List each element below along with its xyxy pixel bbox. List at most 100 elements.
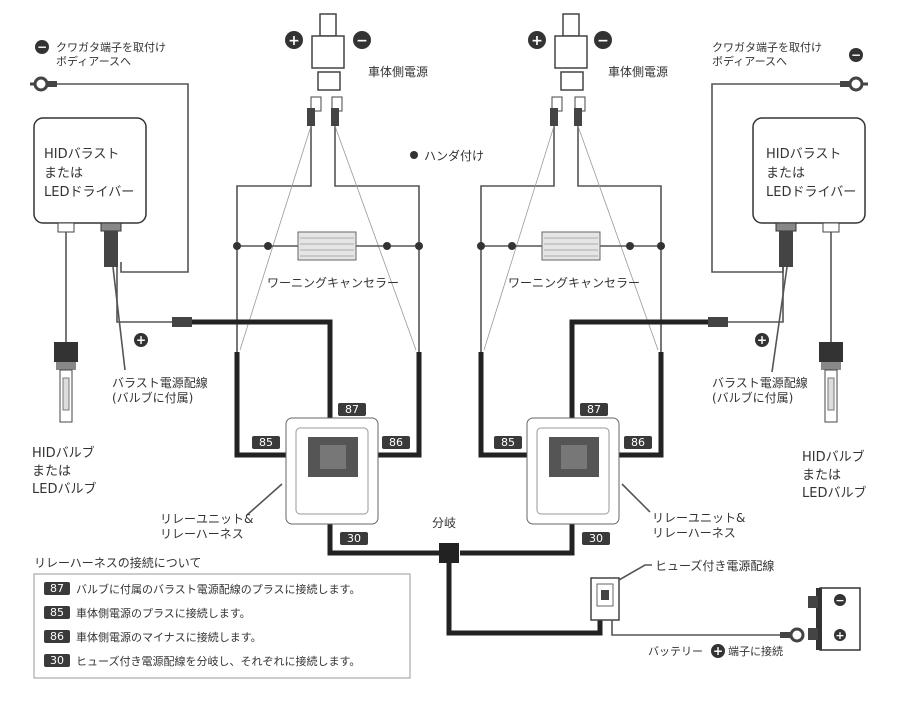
inline-connector <box>172 317 192 327</box>
relay-87-wire <box>569 319 708 430</box>
pin-badge-85 <box>494 436 522 449</box>
pin-badge-87 <box>580 403 608 416</box>
ballast-label-left-3: LEDドライバー <box>44 185 134 200</box>
legend-text-87: バルブに付属のバラスト電源配線のプラスに接続します。 <box>76 582 360 596</box>
ballast-box-right <box>752 117 866 224</box>
canceller-label-right: ワーニングキャンセラー <box>508 276 640 290</box>
plus-sign: + <box>288 33 300 49</box>
ballast-power-lead <box>104 231 118 267</box>
solder-point <box>233 242 241 250</box>
legend-pin-86: 86 <box>50 630 64 643</box>
hid-bulb-icon <box>54 342 78 423</box>
right-ground-label: クワガタ端子を取付け <box>712 41 822 54</box>
ballast-label-right-1: HIDバラスト <box>766 147 841 162</box>
pin-badge-30 <box>340 532 368 545</box>
ground-wire <box>57 83 189 273</box>
battery-label-1: バッテリー <box>648 645 703 658</box>
plus-sign: + <box>136 333 146 347</box>
legend-badge-86 <box>44 630 70 643</box>
pin-86-label: 86 <box>389 436 403 449</box>
vehicle-power-label-left: 車体側電源 <box>368 65 428 79</box>
legend-pin-85: 85 <box>50 606 64 619</box>
plus-icon <box>755 333 769 347</box>
relay-pointer <box>621 483 651 513</box>
ring-terminal-icon <box>780 627 805 643</box>
pin-badge-30 <box>582 532 610 545</box>
relay-86-wire <box>602 352 664 458</box>
left-ground-label: クワガタ端子を取付け <box>56 41 166 54</box>
right-ground-label-2: ボディアースへ <box>712 54 787 68</box>
vehicle-power-connector-right <box>550 13 588 126</box>
pin-badge-86 <box>382 436 410 449</box>
minus-sign: − <box>37 40 47 54</box>
pin-badge-85 <box>252 436 280 449</box>
fuse-holder-icon <box>590 577 620 621</box>
bulb-label-left-2: または <box>32 464 71 479</box>
vehicle-power-connector-left <box>307 13 345 126</box>
relay-label-right-2: リレーハーネス <box>652 526 736 540</box>
hid-bulb-icon <box>819 342 843 423</box>
ring-terminal-icon <box>840 76 868 92</box>
legend-badge-87 <box>44 582 70 595</box>
pin-87-label: 87 <box>345 403 359 416</box>
bulb-label-left-1: HIDバルブ <box>32 445 95 461</box>
legend-pin-30: 30 <box>50 654 64 667</box>
legend-pin-87: 87 <box>50 582 64 595</box>
solder-point <box>477 242 485 250</box>
solder-point <box>383 242 391 250</box>
minus-icon <box>849 48 863 62</box>
bulb-label-right-3: LEDバルブ <box>802 485 866 501</box>
ballast-label-left-2: または <box>44 166 83 181</box>
ballast-connector-power <box>100 222 122 232</box>
solder-point <box>508 242 516 250</box>
solder-point <box>626 242 634 250</box>
pin-85-label: 85 <box>501 436 515 449</box>
ballast-connector-output <box>822 222 840 233</box>
ballast-connector-output <box>57 222 75 233</box>
plus-icon <box>528 31 546 49</box>
vehicle-power-label-right: 車体側電源 <box>608 65 668 79</box>
relay-86-wire <box>360 352 422 458</box>
plus-icon <box>285 31 303 49</box>
minus-icon <box>35 40 49 54</box>
relay-label-left-1: リレーユニット& <box>160 512 253 526</box>
branch-junction <box>439 543 459 563</box>
relay-pointer <box>246 483 283 516</box>
legend-text-85: 車体側電源のプラスに接続します。 <box>76 606 251 620</box>
pin-86-label: 86 <box>631 436 645 449</box>
ballast-power-wire <box>728 267 784 323</box>
pin-30-label: 30 <box>347 532 361 545</box>
warning-canceller-left <box>297 231 357 261</box>
plus-sign: + <box>531 33 543 49</box>
plus-sign: + <box>835 629 844 642</box>
minus-sign: − <box>356 33 368 49</box>
ballast-power-wire <box>116 267 172 323</box>
fuse-pointer <box>618 564 652 581</box>
solder-point <box>415 242 423 250</box>
fuse-power-wire <box>446 563 603 636</box>
minus-icon <box>594 31 612 49</box>
battery-wire <box>611 620 780 636</box>
ballast-wire-label-left-1: バラスト電源配線 <box>112 375 208 390</box>
ballast-wire-pointer <box>112 266 126 371</box>
plus-icon <box>711 644 725 658</box>
minus-icon <box>834 594 846 606</box>
guide-line <box>239 125 312 351</box>
solder-label: ハンダ付け <box>424 148 484 163</box>
plus-sign: + <box>713 644 723 658</box>
ballast-label-right-2: または <box>766 166 805 181</box>
ballast-connector-power <box>775 222 797 232</box>
canceller-label-left: ワーニングキャンセラー <box>267 276 399 290</box>
legend-badge-85 <box>44 606 70 619</box>
relay-87-wire <box>192 319 333 430</box>
relay-85-wire <box>234 352 300 458</box>
ballast-label-right-3: LEDドライバー <box>766 185 856 200</box>
pin-badge-87 <box>338 403 366 416</box>
legend-text-86: 車体側電源のマイナスに接続します。 <box>76 630 262 644</box>
legend-box <box>33 573 411 679</box>
bulb-label-right-2: または <box>802 468 841 483</box>
minus-sign: − <box>835 594 844 607</box>
relay-85-wire <box>478 352 542 458</box>
minus-sign: − <box>851 48 861 62</box>
